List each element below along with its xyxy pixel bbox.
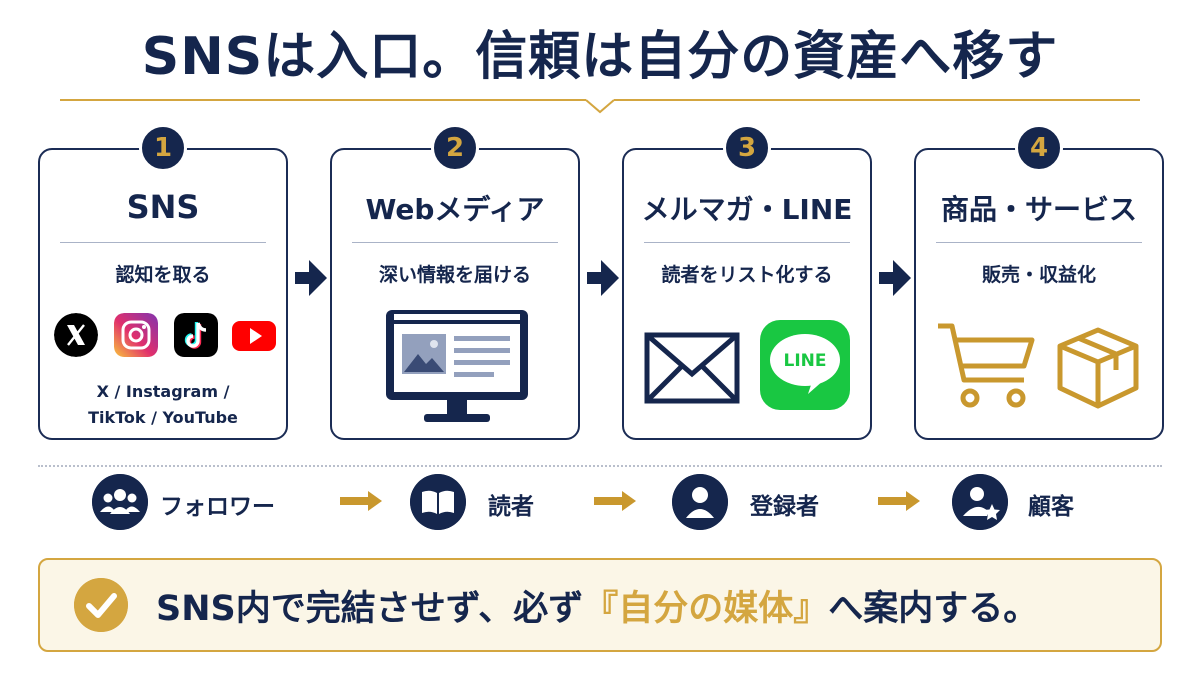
group-icon — [92, 474, 148, 530]
step-subtitle: 販売・収益化 — [981, 264, 1096, 286]
stage-label-customers: 顧客 — [1028, 494, 1074, 520]
step-title: SNS — [126, 188, 200, 226]
book-icon — [410, 474, 466, 530]
title-divider — [60, 99, 1140, 114]
step-number-badge: 3 — [723, 124, 771, 172]
check-icon — [74, 578, 128, 632]
gold-arrow-icon — [594, 491, 636, 511]
card-divider — [352, 242, 558, 243]
envelope-icon — [644, 332, 740, 404]
card-divider — [60, 242, 266, 243]
footer-message: SNS内で完結させず、必ず『自分の媒体』へ案内する。 — [156, 580, 1038, 631]
shopping-cart-icon — [938, 323, 1035, 408]
stage-label-followers: フォロワー — [160, 494, 275, 520]
step-number-badge: 4 — [1015, 124, 1063, 172]
step-title: Webメディア — [365, 193, 545, 226]
step-card-products-services: 商品・サービス 販売・収益化 — [914, 148, 1164, 440]
gold-arrow-icon — [878, 491, 920, 511]
youtube-logo-icon — [232, 321, 276, 351]
footer-callout: SNS内で完結させず、必ず『自分の媒体』へ案内する。 — [38, 558, 1162, 652]
flow-arrow-icon — [879, 260, 911, 296]
flow-arrow-icon — [587, 260, 619, 296]
footer-highlight: 『自分の媒体』 — [583, 589, 829, 629]
monitor-icon — [386, 310, 528, 422]
tiktok-logo-icon — [174, 313, 218, 357]
card-divider — [644, 242, 850, 243]
stage-label-readers: 読者 — [488, 494, 534, 520]
step-title: 商品・サービス — [940, 193, 1137, 226]
stage-label-subscribers: 登録者 — [750, 494, 819, 520]
step-subtitle: 読者をリスト化する — [661, 264, 833, 286]
footer-text-after: へ案内する。 — [828, 589, 1039, 629]
step-card-web-media: Webメディア 深い情報を届ける — [330, 148, 580, 440]
platform-names-line2: TikTok / YouTube — [88, 408, 238, 427]
customer-star-icon — [952, 474, 1008, 530]
step-subtitle: 認知を取る — [115, 264, 211, 286]
card-divider — [936, 242, 1142, 243]
package-box-icon — [1057, 327, 1139, 409]
step-subtitle: 深い情報を届ける — [378, 264, 531, 286]
footer-text-before: SNS内で完結させず、必ず — [156, 589, 584, 629]
page-title: SNSは入口。信頼は自分の資産へ移す — [141, 27, 1059, 87]
step-number-badge: 2 — [431, 124, 479, 172]
step-title: メルマガ・LINE — [641, 193, 853, 226]
x-logo-icon — [54, 313, 98, 357]
gold-arrow-icon — [340, 491, 382, 511]
flow-arrow-icon — [295, 260, 327, 296]
person-icon — [672, 474, 728, 530]
instagram-logo-icon — [114, 313, 158, 357]
step-card-sns: SNS 認知を取る X / Instagram / TikTok / YouTu… — [38, 148, 288, 440]
step-card-newsletter-line: メルマガ・LINE 読者をリスト化する LINE — [622, 148, 872, 440]
section-divider — [38, 465, 1162, 467]
platform-names-line1: X / Instagram / — [96, 382, 230, 401]
line-logo-icon: LINE — [760, 320, 850, 410]
line-logo-text: LINE — [783, 351, 827, 371]
step-number-badge: 1 — [139, 124, 187, 172]
